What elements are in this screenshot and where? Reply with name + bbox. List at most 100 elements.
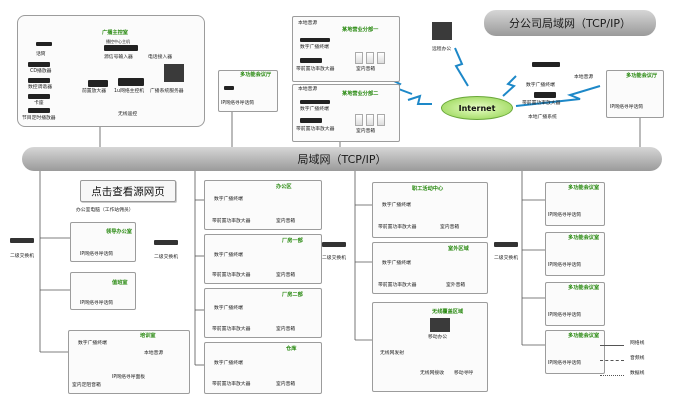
mid-area-2-spk: 室内音箱 <box>276 273 296 278</box>
remote-office-label: 远程办公 <box>432 47 452 52</box>
branch-area-2-amp: 带前置功率放大器 <box>296 127 335 132</box>
mid-area-1-amp: 带前置功率放大器 <box>212 219 251 224</box>
meeting-room-3-ptt: IP网络寻呼话筒 <box>548 313 582 318</box>
branch-area-1-term: 数字广播终端 <box>300 45 329 50</box>
pre-amp-label: 前置放大器 <box>82 89 106 94</box>
mid-switch-label: 二级交换机 <box>154 255 178 260</box>
meeting-room-1-title: 多功能会议室 <box>568 185 600 191</box>
right-area-1-spk: 室内音箱 <box>440 225 460 230</box>
wireless-title: 无线覆盖区域 <box>432 309 464 315</box>
switch-icon <box>322 242 346 247</box>
output-label: 电话接入器 <box>148 55 172 60</box>
meeting-room-3 <box>545 282 605 326</box>
pre-amp-icon <box>88 80 108 87</box>
ptt-mic-icon <box>224 86 234 90</box>
branch-area-2-terminal-icon <box>300 100 330 104</box>
laptop-icon <box>430 318 450 332</box>
branch-area-1-terminal-icon <box>300 38 330 42</box>
legend-data-line <box>600 375 624 376</box>
main-controller-label: 1u网络主控机 <box>114 89 145 94</box>
branch-meeting-title: 多功能会议厅 <box>626 73 658 79</box>
branch-area-1-amp: 带前置功率放大器 <box>296 67 335 72</box>
right-area-2-title: 室外区域 <box>448 246 469 252</box>
office-pc-label: 办公室电脑（工作站佣员） <box>76 208 134 213</box>
cd-player-icon <box>28 62 50 67</box>
meeting-room-4-ptt: IP网络寻呼话筒 <box>548 361 582 366</box>
tape-icon <box>28 94 50 99</box>
speaker-icon <box>355 114 363 126</box>
branch-lan-bar: 分公司局域网（TCP/IP） <box>484 10 656 36</box>
switch-icon <box>154 240 178 245</box>
mid-area-3 <box>204 288 322 338</box>
training-local: 本地音源 <box>144 351 164 356</box>
training-title: 培训室 <box>140 333 156 339</box>
view-source-button[interactable]: 点击查看源网页 <box>80 180 176 202</box>
right-area-2-term: 数字广播终端 <box>382 261 411 266</box>
branch-area-2-local: 本地音源 <box>298 87 318 92</box>
right-area-1-title: 职工活动中心 <box>412 186 444 192</box>
internet-label: Internet <box>458 103 496 113</box>
branch-area-2-title: 某地营业分部二 <box>342 91 379 97</box>
right-area-1-term: 数字广播终端 <box>382 203 411 208</box>
meeting-room-2 <box>545 232 605 276</box>
meeting-room-2-title: 多功能会议室 <box>568 235 600 241</box>
branch-area-1-amp-icon <box>300 58 322 63</box>
branch-terminal-icon <box>532 62 560 67</box>
speaker-icon <box>377 114 385 126</box>
mic-label: 话筒 <box>36 52 46 57</box>
branch-lan-label: 分公司局域网（TCP/IP） <box>509 17 631 30</box>
timer-icon <box>28 108 50 113</box>
mid-area-4-term: 数字广播终端 <box>214 361 243 366</box>
wireless-area <box>372 302 488 392</box>
multi-hall-title: 多功能会议厅 <box>240 72 272 78</box>
meeting-room-4-title: 多功能会议室 <box>568 333 600 339</box>
tuner-icon <box>28 78 50 83</box>
right-area-1-amp: 带前置功率放大器 <box>378 225 417 230</box>
main-controller-icon <box>118 78 144 86</box>
tape-label: 卡座 <box>34 101 44 106</box>
branch-term: 数字广播终端 <box>526 83 555 88</box>
mid-area-4-amp: 带前置功率放大器 <box>212 382 251 387</box>
mid-area-1 <box>204 180 322 230</box>
mid-area-1-title: 办公区 <box>276 184 292 190</box>
branch-amp-icon <box>534 92 556 98</box>
legend-network-line <box>600 345 624 346</box>
mid-area-4 <box>204 342 322 394</box>
branch-area-2 <box>292 84 400 142</box>
mid-area-2 <box>204 234 322 284</box>
legend-audio-line <box>600 360 624 361</box>
multi-hall <box>218 70 278 112</box>
mid-area-3-title: 厂房二部 <box>282 292 303 298</box>
remote-label: 无线遥控 <box>118 112 138 117</box>
branch-area-1 <box>292 16 400 82</box>
branch-meeting-room <box>606 70 664 118</box>
server-monitor-icon <box>164 64 184 82</box>
timer-label: 节目定时播放器 <box>22 116 56 121</box>
lan-bar: 局域网（TCP/IP） <box>22 147 662 171</box>
mid-area-1-spk: 室内音箱 <box>276 219 296 224</box>
wireless-router: 无线网接收 <box>420 371 444 376</box>
legend-audio: 音频线 <box>630 356 645 361</box>
mid-area-2-title: 厂房一部 <box>282 238 303 244</box>
mid-area-3-amp: 带前置功率放大器 <box>212 327 251 332</box>
speaker-icon <box>355 52 363 64</box>
mid-area-2-amp: 带前置功率放大器 <box>212 273 251 278</box>
branch-area-2-term: 数字广播终端 <box>300 107 329 112</box>
duty-title: 值班室 <box>112 280 128 286</box>
meeting-room-1-ptt: IP网络寻呼话筒 <box>548 213 582 218</box>
duty-ptt: IP网络寻呼话筒 <box>80 301 114 306</box>
speaker-icon <box>366 52 374 64</box>
leaders-title: 领导办公室 <box>106 229 132 235</box>
interface-label: 源信号输入器 <box>104 55 133 60</box>
meeting-room-2-ptt: IP网络寻呼话筒 <box>548 263 582 268</box>
right-area-2 <box>372 242 488 294</box>
wireless-laptop: 移动办公 <box>428 335 448 340</box>
mid-area-2-term: 数字广播终端 <box>214 253 243 258</box>
wireless-mic: 移动寻呼 <box>454 371 474 376</box>
branch-system: 本地广播系统 <box>528 115 557 120</box>
mic-icon <box>36 42 52 46</box>
speaker-icon <box>377 52 385 64</box>
branch-ptt: IP网络寻呼话筒 <box>610 105 644 110</box>
training-term: 数字广播终端 <box>78 341 107 346</box>
